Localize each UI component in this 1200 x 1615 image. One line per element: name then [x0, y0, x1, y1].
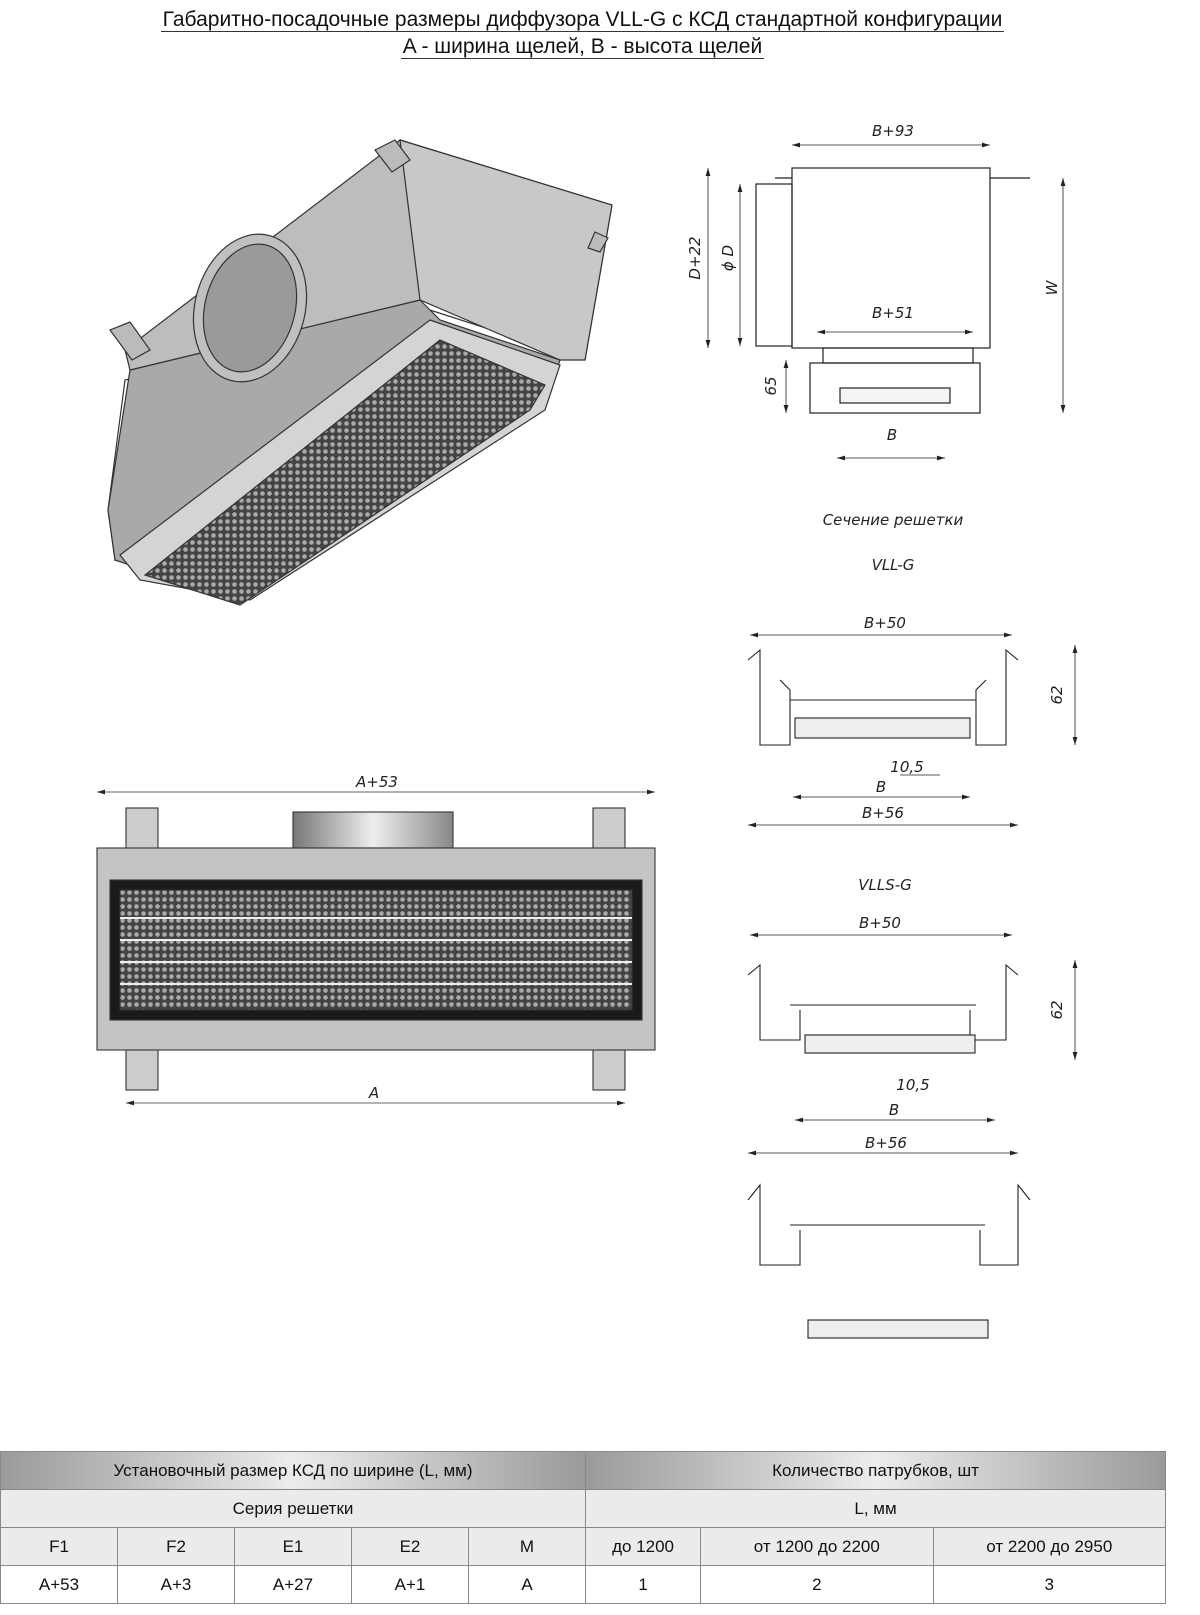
dim-overall-w: W — [1043, 279, 1061, 295]
side-view — [705, 142, 1066, 461]
range-value: 1 — [584, 1565, 702, 1604]
range-value: 2 — [700, 1565, 934, 1604]
vll-g-dim-height: 62 — [1048, 685, 1066, 704]
section-vlls-g-label: VLLS-G — [858, 876, 912, 894]
dimensions-table: Установочный размер КСД по ширине (L, мм… — [0, 1451, 1167, 1604]
range-header: от 1200 до 2200 — [700, 1527, 934, 1566]
vlls-g-dim-pitch: 10,5 — [896, 1076, 929, 1094]
range-header: от 2200 до 2950 — [932, 1527, 1167, 1566]
dim-grille-height: 65 — [762, 376, 780, 395]
series-value: A+53 — [0, 1565, 118, 1604]
series-header: F2 — [117, 1527, 235, 1566]
series-header: E1 — [234, 1527, 352, 1566]
vlls-g-dim-height: 62 — [1048, 1000, 1066, 1019]
range-header: до 1200 — [584, 1527, 702, 1566]
title-line-2: A - ширина щелей, B - высота щелей — [400, 35, 765, 59]
front-view — [96, 789, 656, 1106]
section-heading: Сечение решетки — [823, 511, 964, 529]
vll-g-dim-slot: B — [876, 778, 886, 796]
title-line-1: Габаритно-посадочные размеры диффузора V… — [160, 8, 1005, 32]
table-right-header: Количество патрубков, шт — [585, 1451, 1166, 1490]
vll-g-section — [747, 632, 1078, 828]
table-left-header: Установочный размер КСД по ширине (L, мм… — [0, 1451, 586, 1490]
table-left-subheader: Серия решетки — [0, 1489, 586, 1528]
dim-duct-height: D+22 — [686, 236, 704, 279]
dim-top-width: B+93 — [872, 122, 914, 140]
dim-diameter: ϕ D — [719, 245, 737, 271]
vlls-g-dim-top: B+50 — [859, 914, 901, 932]
vlls-g-dim-bottom: B+56 — [865, 1134, 907, 1152]
series-value: A+1 — [351, 1565, 469, 1604]
vll-g-dim-top: B+50 — [864, 614, 906, 632]
series-value: A — [468, 1565, 586, 1604]
series-header: M — [468, 1527, 586, 1566]
isometric-view — [107, 138, 613, 606]
vll-g-dim-bottom: B+56 — [862, 804, 904, 822]
drawing-title: Габаритно-посадочные размеры диффузора V… — [0, 7, 1165, 33]
vll-g-dim-pitch: 10,5 — [890, 758, 923, 776]
section-vll-g-label: VLL-G — [872, 556, 915, 574]
drawing-subtitle: A - ширина щелей, B - высота щелей — [0, 34, 1165, 60]
series-value: A+27 — [234, 1565, 352, 1604]
dim-slot-b: B — [887, 426, 897, 444]
series-value: A+3 — [117, 1565, 235, 1604]
vlls-g-dim-slot: B — [889, 1101, 899, 1119]
series-header: E2 — [351, 1527, 469, 1566]
range-value: 3 — [932, 1565, 1167, 1604]
dim-inner-width: B+51 — [872, 304, 914, 322]
front-dim-overall: A+53 — [355, 773, 398, 791]
series-header: F1 — [0, 1527, 118, 1566]
drawings: B+93 D+22 ϕ D W B+51 65 B Сечение решетк… — [96, 122, 1078, 1339]
vlls-g-section — [747, 932, 1078, 1156]
table-right-subheader: L, мм — [585, 1489, 1166, 1528]
exploded-section — [747, 1183, 1031, 1339]
front-dim-slot: A — [368, 1084, 379, 1102]
